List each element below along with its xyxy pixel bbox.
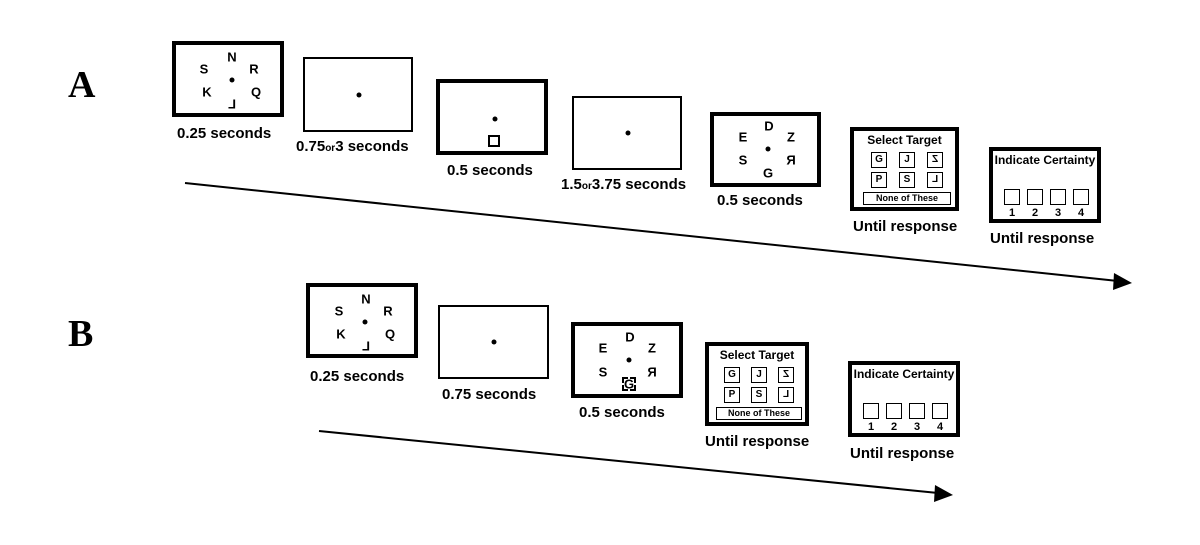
array-letter: S bbox=[598, 364, 608, 380]
array-letter: E bbox=[738, 129, 748, 145]
array-letter: D bbox=[764, 118, 774, 134]
array-letter: G bbox=[623, 376, 635, 392]
certainty-option-2[interactable] bbox=[886, 403, 902, 419]
b-duration-5: Until response bbox=[850, 445, 955, 462]
certainty-label: 2 bbox=[1031, 207, 1039, 219]
certainty-option-2[interactable] bbox=[1027, 189, 1043, 205]
target-option-l-rotated[interactable]: L bbox=[927, 172, 943, 188]
select-target-title: Select Target bbox=[867, 133, 942, 147]
target-option-s[interactable]: S bbox=[751, 387, 767, 403]
certainty-label: 3 bbox=[1054, 207, 1062, 219]
array-letter: K bbox=[202, 84, 212, 100]
fixation-dot bbox=[491, 339, 497, 345]
timeline-arrow-a bbox=[184, 182, 1119, 282]
a-certainty-screen: Indicate Certainty 1 2 3 4 bbox=[989, 147, 1101, 223]
none-of-these-button[interactable]: None of These bbox=[716, 407, 802, 420]
fixation-dot bbox=[356, 92, 362, 98]
target-option-l-rotated[interactable]: L bbox=[778, 387, 794, 403]
certainty-option-1[interactable] bbox=[1004, 189, 1020, 205]
array-letter: D bbox=[625, 329, 635, 345]
a-duration-2: 0.75or3 seconds bbox=[296, 138, 409, 155]
array-letter: S bbox=[738, 152, 748, 168]
b-duration-3: 0.5 seconds bbox=[579, 404, 665, 421]
array-letter: R bbox=[383, 303, 393, 319]
a-select-target-screen: Select Target G J Z P S L None of These bbox=[850, 127, 959, 211]
a-search-array-screen: N S R K Q L bbox=[172, 41, 284, 117]
array-letter: N bbox=[227, 49, 237, 65]
timeline-arrowhead-b bbox=[934, 485, 953, 502]
target-option-s[interactable]: S bbox=[899, 172, 915, 188]
fixation-dot bbox=[229, 77, 235, 83]
certainty-title: Indicate Certainty bbox=[853, 367, 955, 381]
none-of-these-button[interactable]: None of These bbox=[863, 192, 951, 205]
target-option-p[interactable]: P bbox=[724, 387, 740, 403]
a-duration-3: 0.5 seconds bbox=[447, 162, 533, 179]
a-fixation-screen-2 bbox=[572, 96, 682, 170]
panel-label-a: A bbox=[68, 64, 96, 106]
certainty-title: Indicate Certainty bbox=[994, 153, 1096, 167]
array-letter: R bbox=[786, 152, 796, 168]
b-certainty-screen: Indicate Certainty 1 2 3 4 bbox=[848, 361, 960, 437]
a-duration-6: Until response bbox=[853, 218, 958, 235]
b-duration-1: 0.25 seconds bbox=[310, 368, 405, 385]
fixation-dot bbox=[626, 357, 632, 363]
a-duration-5: 0.5 seconds bbox=[717, 192, 803, 209]
location-cue-icon bbox=[488, 135, 500, 147]
a-duration-1: 0.25 seconds bbox=[177, 125, 272, 142]
b-search-array-screen: N S R K Q L bbox=[306, 283, 418, 358]
certainty-label: 4 bbox=[936, 421, 944, 433]
array-letter: Z bbox=[648, 340, 656, 356]
b-fixation-screen bbox=[438, 305, 549, 379]
target-option-z-mirrored[interactable]: Z bbox=[927, 152, 943, 168]
certainty-option-1[interactable] bbox=[863, 403, 879, 419]
array-letter: L bbox=[228, 96, 236, 112]
certainty-label: 1 bbox=[867, 421, 875, 433]
array-letter: R bbox=[647, 364, 657, 380]
certainty-label: 1 bbox=[1008, 207, 1016, 219]
array-letter: E bbox=[598, 340, 608, 356]
certainty-option-3[interactable] bbox=[1050, 189, 1066, 205]
certainty-option-3[interactable] bbox=[909, 403, 925, 419]
array-letter: L bbox=[362, 338, 370, 354]
array-letter: K bbox=[336, 326, 346, 342]
target-option-z-mirrored[interactable]: Z bbox=[778, 367, 794, 383]
a-fixation-screen-1 bbox=[303, 57, 413, 132]
timeline-arrow-b bbox=[318, 430, 939, 494]
target-option-j[interactable]: J bbox=[751, 367, 767, 383]
location-cue-icon bbox=[622, 377, 636, 391]
array-letter: Q bbox=[384, 326, 396, 342]
b-select-target-screen: Select Target G J Z P S L None of These bbox=[705, 342, 809, 426]
array-letter: Q bbox=[250, 84, 262, 100]
fixation-dot bbox=[765, 146, 771, 152]
target-option-p[interactable]: P bbox=[871, 172, 887, 188]
certainty-option-4[interactable] bbox=[932, 403, 948, 419]
array-letter: G bbox=[762, 165, 774, 181]
target-option-g[interactable]: G bbox=[871, 152, 887, 168]
b-probe-array-screen: D E Z S R G bbox=[571, 322, 683, 398]
a-duration-7: Until response bbox=[990, 230, 1095, 247]
b-duration-4: Until response bbox=[705, 433, 810, 450]
fixation-dot bbox=[625, 130, 631, 136]
a-duration-4: 1.5or3.75 seconds bbox=[561, 176, 687, 193]
b-duration-2: 0.75 seconds bbox=[442, 386, 537, 403]
target-option-g[interactable]: G bbox=[724, 367, 740, 383]
certainty-label: 4 bbox=[1077, 207, 1085, 219]
array-letter: R bbox=[249, 61, 259, 77]
certainty-label: 3 bbox=[913, 421, 921, 433]
a-cue-screen bbox=[436, 79, 548, 155]
certainty-label: 2 bbox=[890, 421, 898, 433]
timeline-arrowhead-a bbox=[1113, 273, 1132, 290]
panel-label-b: B bbox=[68, 313, 94, 355]
target-option-j[interactable]: J bbox=[899, 152, 915, 168]
array-letter: S bbox=[199, 61, 209, 77]
certainty-option-4[interactable] bbox=[1073, 189, 1089, 205]
array-letter: Z bbox=[787, 129, 795, 145]
select-target-title: Select Target bbox=[719, 348, 795, 362]
array-letter: N bbox=[361, 291, 371, 307]
fixation-dot bbox=[492, 116, 498, 122]
array-letter: S bbox=[334, 303, 344, 319]
fixation-dot bbox=[362, 319, 368, 325]
a-probe-array-screen: D E Z S R G bbox=[710, 112, 821, 187]
